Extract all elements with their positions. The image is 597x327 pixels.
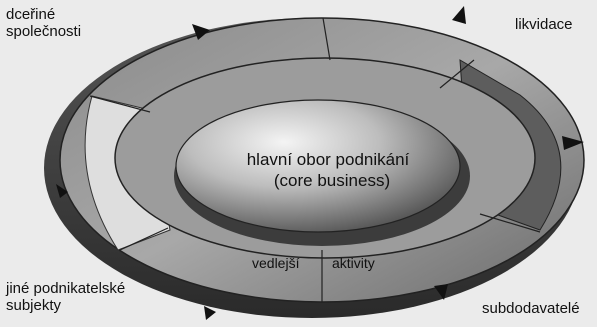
label-liquidation: likvidace [515, 16, 573, 33]
core-label-line2: (core business) [274, 171, 390, 190]
arrow-bottom-left-icon [204, 306, 216, 320]
label-subcontractors: subdodavatelé [482, 300, 580, 317]
core-label-line1: hlavní obor podnikání [247, 150, 410, 169]
arrow-top-right-icon [452, 6, 466, 24]
label-subsidiaries: dceřiné společnosti [6, 6, 81, 40]
label-other-entities: jiné podnikatelské subjekty [6, 280, 125, 314]
ring-label-activities: aktivity [332, 255, 375, 271]
ring-label-secondary: vedlejší [252, 255, 300, 271]
